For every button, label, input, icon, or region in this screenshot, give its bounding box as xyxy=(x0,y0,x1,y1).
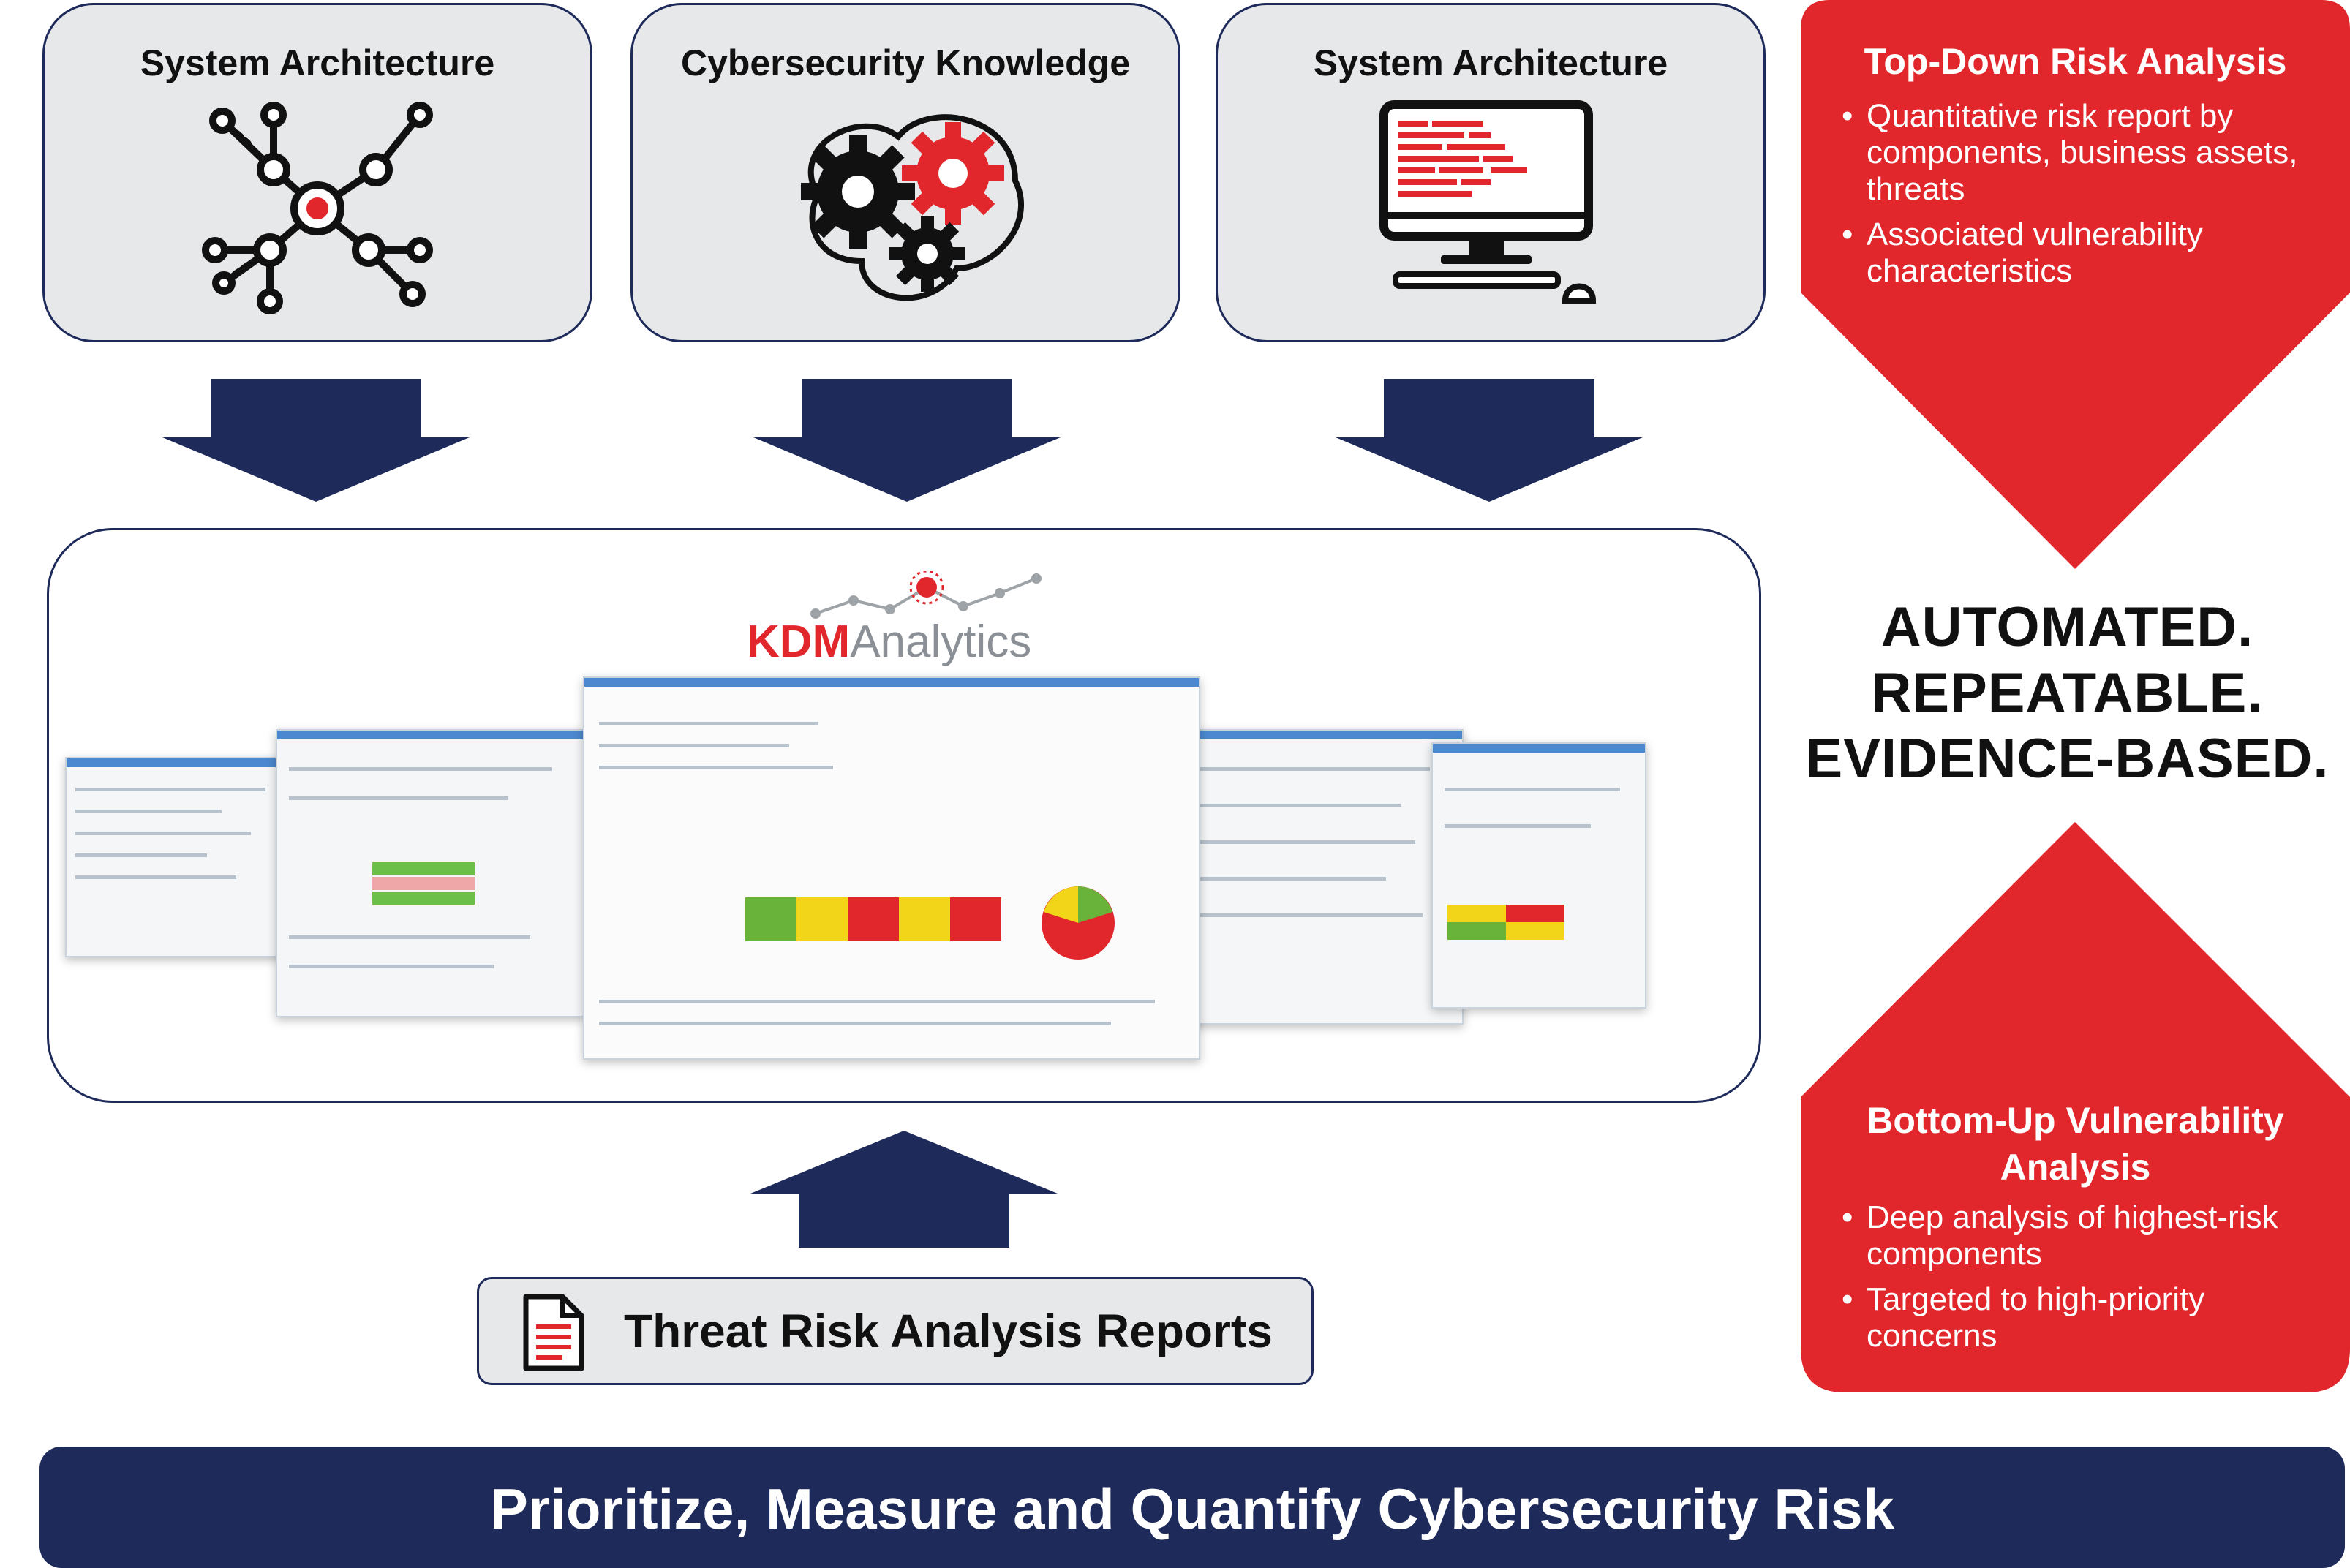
top-down-title: Top-Down Risk Analysis xyxy=(1864,41,2287,82)
screenshot-1 xyxy=(65,757,302,957)
logo-regular-text: Analytics xyxy=(850,617,1032,667)
logo-chart-icon xyxy=(810,571,1042,619)
input-box-cybersecurity-knowledge: Cybersecurity Knowledge xyxy=(630,3,1180,342)
screenshot-main xyxy=(583,676,1200,1060)
bottom-up-bullet-2: Targeted to high-priority concerns xyxy=(1840,1281,2316,1354)
bottom-up-title-line1: Bottom-Up Vulnerability xyxy=(1867,1100,2284,1141)
input-title: System Architecture xyxy=(1313,42,1668,83)
top-down-bullets: Quantitative risk report by components, … xyxy=(1840,98,2316,298)
top-down-bullet-2: Associated vulnerability characteristics xyxy=(1840,216,2316,290)
gears-icon xyxy=(801,114,1024,301)
input-title: Cybersecurity Knowledge xyxy=(680,42,1131,83)
bottom-up-bullet-1: Deep analysis of highest-risk components xyxy=(1840,1199,2316,1273)
logo-bold-text: KDM xyxy=(747,617,851,667)
screenshot-4 xyxy=(1431,742,1646,1009)
threat-risk-analysis-reports-box: Threat Risk Analysis Reports xyxy=(477,1277,1314,1385)
arrow-down-3 xyxy=(1336,379,1643,502)
arrow-down-2 xyxy=(753,379,1061,502)
footer-banner-text: Prioritize, Measure and Quantify Cyberse… xyxy=(489,1477,1895,1541)
tagline-evidence-based: EVIDENCE-BASED. xyxy=(1805,728,2330,790)
input-title: System Architecture xyxy=(140,42,495,83)
kdm-analytics-platform-box: KDMAnalytics xyxy=(47,528,1761,1103)
input-box-system-architecture-2: System Architecture xyxy=(1216,3,1766,342)
tagline-automated: AUTOMATED. xyxy=(1880,596,2254,658)
document-icon xyxy=(523,1294,584,1371)
computer-monitor-icon xyxy=(1379,100,1597,304)
footer-banner: Prioritize, Measure and Quantify Cyberse… xyxy=(39,1447,2345,1568)
screenshot-3 xyxy=(1183,729,1464,1025)
top-down-bullet-1: Quantitative risk report by components, … xyxy=(1840,98,2316,208)
arrow-up xyxy=(750,1131,1058,1248)
input-box-system-architecture-1: System Architecture xyxy=(42,3,592,342)
screenshot-2 xyxy=(276,729,586,1017)
threat-risk-analysis-reports-label: Threat Risk Analysis Reports xyxy=(624,1305,1273,1357)
bottom-up-bullets: Deep analysis of highest-risk components… xyxy=(1840,1199,2316,1363)
arrow-down-1 xyxy=(162,379,470,502)
network-graph-icon xyxy=(202,102,433,314)
kdm-analytics-logo: KDMAnalytics xyxy=(747,617,1031,668)
bottom-up-title-line2: Analysis xyxy=(2000,1147,2151,1188)
tagline-repeatable: REPEATABLE. xyxy=(1871,662,2264,724)
